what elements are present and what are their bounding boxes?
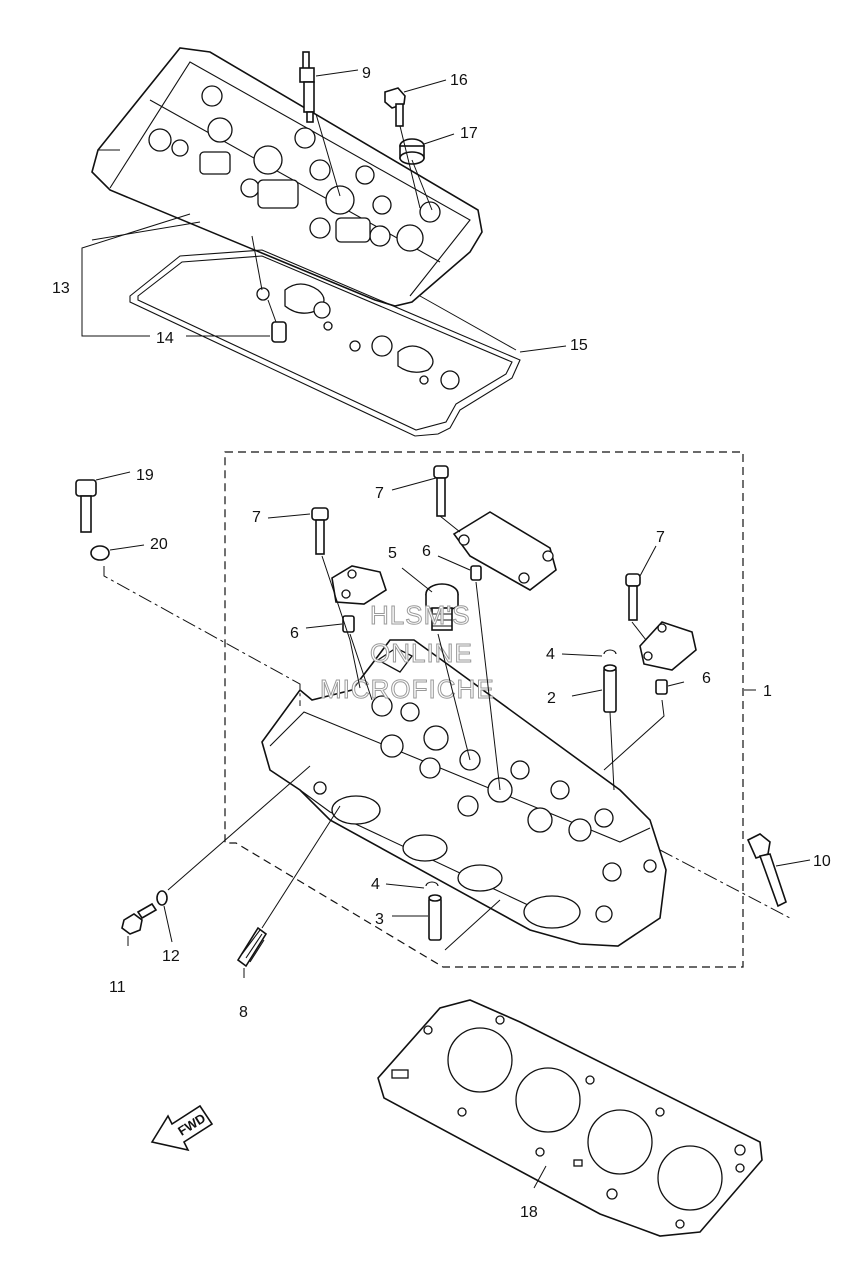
callout-6-left: 6 — [290, 625, 299, 642]
assembly-boundary — [224, 451, 744, 968]
callout-10: 10 — [813, 853, 831, 870]
callout-12: 12 — [162, 948, 180, 965]
dowel-6-top — [470, 565, 482, 581]
bolt-7-right — [625, 573, 641, 621]
bolt-7-left — [311, 507, 329, 555]
cylinder-head-gasket — [377, 999, 763, 1237]
callout-4-upper: 4 — [546, 646, 555, 663]
valve-guide-2 — [603, 664, 617, 713]
watermark-line3: MICROFICHE — [320, 674, 495, 704]
callout-20: 20 — [150, 536, 168, 553]
callout-13: 13 — [52, 280, 70, 297]
valve-cover — [91, 47, 483, 307]
leader-lines — [81, 69, 811, 1189]
grommet-14 — [271, 321, 287, 343]
callout-15: 15 — [570, 337, 588, 354]
washer-20 — [90, 545, 110, 561]
valve-guide-3 — [428, 894, 442, 941]
callout-7-top: 7 — [375, 485, 384, 502]
watermark: HLSM'S ONLINE MICROFICHE — [320, 600, 495, 705]
stud-8 — [236, 926, 268, 968]
bolt-10 — [746, 833, 787, 908]
callout-2: 2 — [547, 690, 556, 707]
bolt-7-top — [433, 465, 449, 517]
bolt-16 — [384, 87, 406, 127]
valve-cover-gasket — [129, 249, 521, 437]
watermark-line2: ONLINE — [370, 638, 473, 668]
callout-1: 1 — [763, 683, 772, 700]
callout-3: 3 — [375, 911, 384, 928]
camshaft-cap-top — [452, 511, 557, 591]
callout-17: 17 — [460, 125, 478, 142]
callout-19: 19 — [136, 467, 154, 484]
bolt-11 — [121, 902, 158, 935]
callout-16: 16 — [450, 72, 468, 89]
callout-8: 8 — [239, 1004, 248, 1021]
callout-6-right: 6 — [702, 670, 711, 687]
washer-12 — [156, 890, 168, 906]
camshaft-cap-right — [639, 621, 697, 671]
callout-7-left: 7 — [252, 509, 261, 526]
grommet-17 — [399, 138, 425, 165]
camshaft-cap-left — [331, 565, 387, 605]
bolt-19 — [75, 479, 97, 533]
spark-plug-9 — [299, 51, 315, 123]
callout-18: 18 — [520, 1204, 538, 1221]
callout-9: 9 — [362, 65, 371, 82]
callout-11: 11 — [109, 979, 126, 996]
cylinder-head — [261, 639, 667, 947]
oil-plug-5 — [425, 583, 459, 631]
callout-7-right: 7 — [656, 529, 665, 546]
callout-14: 14 — [156, 330, 174, 347]
clip-4-lower — [425, 881, 439, 887]
callout-4-lower: 4 — [371, 876, 380, 893]
callout-numbers: 1 2 3 4 4 5 6 6 6 7 7 7 8 9 10 11 12 13 … — [52, 65, 831, 1221]
callout-6-top: 6 — [422, 543, 431, 560]
dowel-6-right — [655, 679, 668, 695]
forward-direction-arrow: FWD — [150, 1104, 214, 1152]
clip-4-upper — [603, 649, 617, 655]
callout-5: 5 — [388, 545, 397, 562]
watermark-line1: HLSM'S — [370, 600, 471, 630]
